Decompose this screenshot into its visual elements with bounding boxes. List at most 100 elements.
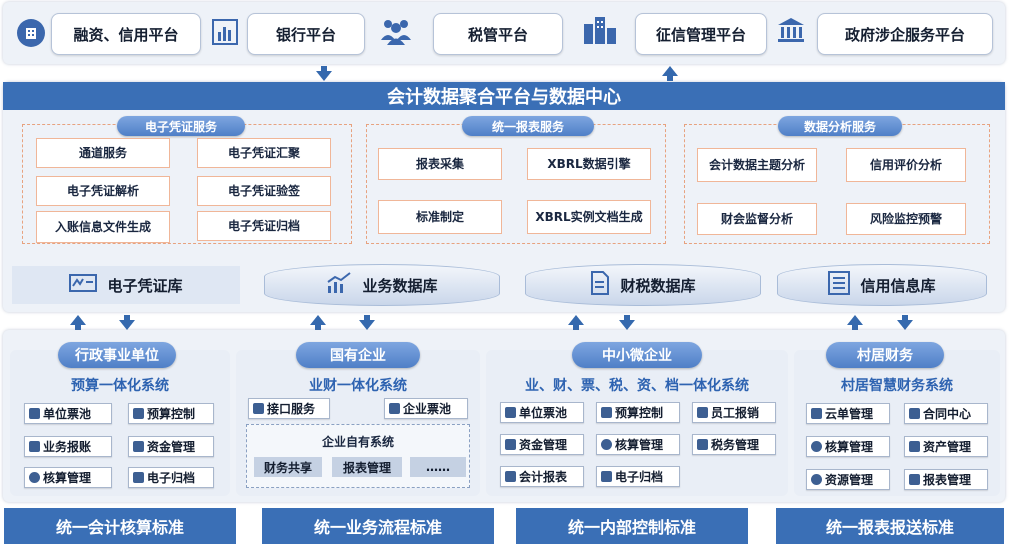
database-label: 信用信息库 bbox=[860, 276, 936, 295]
module-icon bbox=[697, 407, 708, 418]
platform-tax: 税管平台 bbox=[433, 13, 563, 55]
module-icon bbox=[601, 439, 612, 450]
service-title-analysis: 数据分析服务 bbox=[778, 116, 902, 136]
service-item: 入账信息文件生成 bbox=[36, 211, 170, 243]
service-title-report: 统一报表服务 bbox=[462, 116, 594, 136]
module-icon bbox=[133, 472, 144, 483]
unit-module: 合同中心 bbox=[904, 403, 988, 424]
module-label: 资源管理 bbox=[825, 473, 874, 487]
database-credit: 信用信息库 bbox=[777, 264, 987, 306]
up-arrow-icon bbox=[847, 315, 863, 330]
unit-subtitle: 预算一体化系统 bbox=[71, 378, 169, 394]
database-label: 财税数据库 bbox=[620, 276, 696, 295]
unit-module: 企业票池 bbox=[384, 398, 468, 419]
service-item: 标准制定 bbox=[378, 200, 502, 234]
unit-title: 中小微企业 bbox=[572, 342, 702, 368]
module-label: 员工报销 bbox=[711, 406, 760, 420]
service-item: 风险监控预警 bbox=[846, 203, 966, 235]
module-label: 核算管理 bbox=[825, 440, 874, 454]
up-arrow-icon bbox=[662, 66, 678, 81]
module-label: 资金管理 bbox=[147, 440, 196, 454]
voucher-icon bbox=[69, 272, 98, 298]
center-title-bar: 会计数据聚合平台与数据中心 bbox=[3, 82, 1005, 110]
module-label: 电子归档 bbox=[147, 471, 196, 485]
list-icon bbox=[828, 271, 851, 299]
unit-module: 单位票池 bbox=[24, 403, 112, 424]
service-item: XBRL数据引擎 bbox=[527, 148, 651, 180]
down-arrow-icon bbox=[619, 315, 635, 330]
database-business: 业务数据库 bbox=[264, 264, 500, 306]
down-arrow-icon bbox=[119, 315, 135, 330]
unit-module: 税务管理 bbox=[692, 434, 776, 455]
standard-accounting: 统一会计核算标准 bbox=[4, 508, 236, 544]
city-icon bbox=[582, 14, 618, 50]
unit-subtitle: 业、财、票、税、资、档一体化系统 bbox=[525, 378, 749, 394]
unit-module: 业务报账 bbox=[24, 436, 112, 457]
module-label: 税务管理 bbox=[711, 438, 760, 452]
unit-title: 行政事业单位 bbox=[58, 342, 176, 368]
unit-module: 员工报销 bbox=[692, 402, 776, 423]
unit-module: 核算管理 bbox=[596, 434, 680, 455]
module-icon bbox=[601, 407, 612, 418]
module-label: 单位票池 bbox=[519, 406, 568, 420]
service-item: 报表采集 bbox=[378, 148, 502, 180]
building-icon bbox=[17, 19, 45, 47]
government-icon bbox=[776, 16, 806, 48]
module-icon bbox=[601, 471, 612, 482]
service-item: 电子凭证验签 bbox=[197, 176, 331, 206]
unit-module: 报表管理 bbox=[904, 469, 988, 490]
module-icon bbox=[253, 403, 264, 414]
unit-module: 单位票池 bbox=[500, 402, 584, 423]
unit-module: 预算控制 bbox=[596, 402, 680, 423]
module-label: 云单管理 bbox=[825, 407, 874, 421]
bar-chart-icon bbox=[211, 18, 239, 50]
unit-module: 资金管理 bbox=[500, 434, 584, 455]
database-finance-tax: 财税数据库 bbox=[525, 264, 761, 306]
module-icon bbox=[697, 439, 708, 450]
module-label: 资金管理 bbox=[519, 438, 568, 452]
platform-financing-credit: 融资、信用平台 bbox=[51, 13, 201, 55]
unit-module: 资源管理 bbox=[806, 469, 890, 490]
own-system-title: 企业自有系统 bbox=[321, 435, 394, 449]
module-label: 报表管理 bbox=[923, 473, 972, 487]
module-icon bbox=[811, 408, 822, 419]
module-icon bbox=[505, 407, 516, 418]
database-label: 业务数据库 bbox=[362, 276, 438, 295]
platform-credit-management: 征信管理平台 bbox=[635, 13, 767, 55]
module-label: 接口服务 bbox=[267, 402, 316, 416]
up-arrow-icon bbox=[310, 315, 326, 330]
document-icon bbox=[590, 271, 610, 299]
module-label: 合同中心 bbox=[923, 407, 972, 421]
people-icon bbox=[378, 16, 414, 50]
own-system-item: 报表管理 bbox=[332, 457, 402, 477]
unit-module: 电子归档 bbox=[128, 467, 214, 488]
own-system-item: 财务共享 bbox=[254, 457, 322, 477]
module-label: 核算管理 bbox=[615, 438, 664, 452]
module-icon bbox=[811, 441, 822, 452]
standard-internal-control: 统一内部控制标准 bbox=[516, 508, 748, 544]
module-label: 电子归档 bbox=[615, 470, 664, 484]
down-arrow-icon bbox=[316, 66, 332, 81]
module-icon bbox=[29, 472, 40, 483]
trend-chart-icon bbox=[326, 272, 352, 298]
database-e-voucher: 电子凭证库 bbox=[12, 266, 240, 304]
down-arrow-icon bbox=[897, 315, 913, 330]
service-item: 通道服务 bbox=[36, 138, 170, 168]
unit-module: 预算控制 bbox=[128, 403, 214, 424]
module-icon bbox=[29, 441, 40, 452]
service-title-e-voucher: 电子凭证服务 bbox=[117, 116, 245, 136]
module-icon bbox=[811, 474, 822, 485]
module-label: 业务报账 bbox=[43, 440, 92, 454]
module-label: 单位票池 bbox=[43, 407, 92, 421]
module-icon bbox=[389, 403, 400, 414]
service-item: 会计数据主题分析 bbox=[697, 148, 817, 182]
platform-bank: 银行平台 bbox=[247, 13, 365, 55]
module-label: 会计报表 bbox=[519, 470, 568, 484]
module-icon bbox=[133, 408, 144, 419]
unit-module: 云单管理 bbox=[806, 403, 890, 424]
module-icon bbox=[909, 408, 920, 419]
module-label: 企业票池 bbox=[403, 402, 452, 416]
unit-module: 资金管理 bbox=[128, 436, 214, 457]
unit-title: 国有企业 bbox=[296, 342, 420, 368]
unit-subtitle: 业财一体化系统 bbox=[309, 378, 407, 394]
